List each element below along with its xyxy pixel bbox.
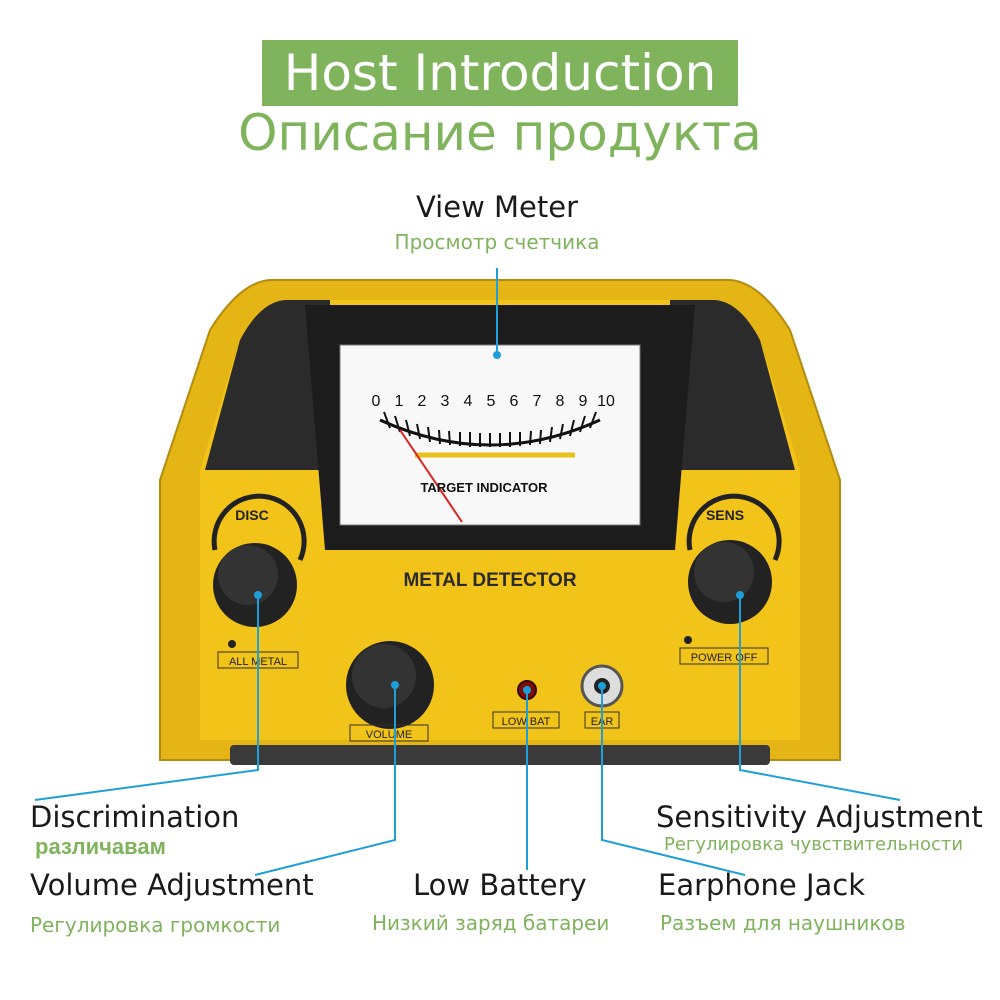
power-off-led xyxy=(684,636,692,644)
view-meter-label: View Meter xyxy=(415,190,579,224)
discrimination-label-ru: различавам xyxy=(35,834,166,859)
scale-label: 3 xyxy=(441,393,450,410)
discrimination-label: Discrimination xyxy=(30,800,240,834)
meter-needle xyxy=(399,429,463,523)
brand-label: METAL DETECTOR xyxy=(403,570,576,591)
callout-dot xyxy=(493,351,501,359)
disc-label: DISC xyxy=(235,507,268,523)
callout-dot xyxy=(523,686,531,694)
view-meter-label-ru: Просмотр счетчика xyxy=(394,230,600,254)
meter-scale-labels: 0 1 2 3 4 5 6 7 8 9 10 xyxy=(372,393,615,410)
scale-label: 4 xyxy=(464,393,473,410)
callout-line-earphone xyxy=(601,686,746,876)
scale-label: 9 xyxy=(579,393,588,410)
earphone-jack-label: Earphone Jack xyxy=(658,868,866,902)
scale-label: 0 xyxy=(372,393,381,410)
callout-dot xyxy=(598,682,606,690)
power-off-label: POWER OFF xyxy=(691,652,758,664)
callout-line-discrimination xyxy=(34,595,259,801)
sensitivity-label: Sensitivity Adjustment xyxy=(656,800,983,834)
sens-label: SENS xyxy=(706,507,744,523)
scale-label: 7 xyxy=(533,393,542,410)
volume-adjustment-label-ru: Регулировка громкости xyxy=(30,913,281,937)
page-title: Host Introduction xyxy=(283,44,717,102)
left-dark-panel xyxy=(205,300,330,470)
low-battery-label: Low Battery xyxy=(413,868,587,902)
callout-dot xyxy=(736,591,744,599)
callout-line-volume xyxy=(254,685,396,876)
page-subtitle: Описание продукта xyxy=(238,104,762,162)
scale-label: 2 xyxy=(418,393,427,410)
right-dark-panel xyxy=(670,300,795,470)
callout-line-sensitivity xyxy=(739,595,901,801)
callout-dot xyxy=(254,591,262,599)
all-metal-led xyxy=(228,640,236,648)
scale-label: 5 xyxy=(487,393,496,410)
meter-caption: TARGET INDICATOR xyxy=(420,480,548,495)
sens-dial-arc xyxy=(686,493,782,562)
disc-dial-arc xyxy=(211,493,307,562)
earphone-jack-label-ru: Разъем для наушников xyxy=(660,911,906,935)
scale-label: 8 xyxy=(556,393,565,410)
scale-label: 1 xyxy=(395,393,404,410)
sensitivity-label-ru: Регулировка чувствительности xyxy=(664,834,964,855)
scale-label: 10 xyxy=(597,393,615,410)
callout-dot xyxy=(391,681,399,689)
bottom-rim xyxy=(230,745,770,765)
title-banner xyxy=(262,40,738,106)
scale-label: 6 xyxy=(510,393,519,410)
meter-ticks xyxy=(383,411,597,447)
low-battery-label-ru: Низкий заряд батареи xyxy=(372,911,610,935)
volume-adjustment-label: Volume Adjustment xyxy=(30,868,314,902)
volume-label: VOLUME xyxy=(366,729,412,741)
